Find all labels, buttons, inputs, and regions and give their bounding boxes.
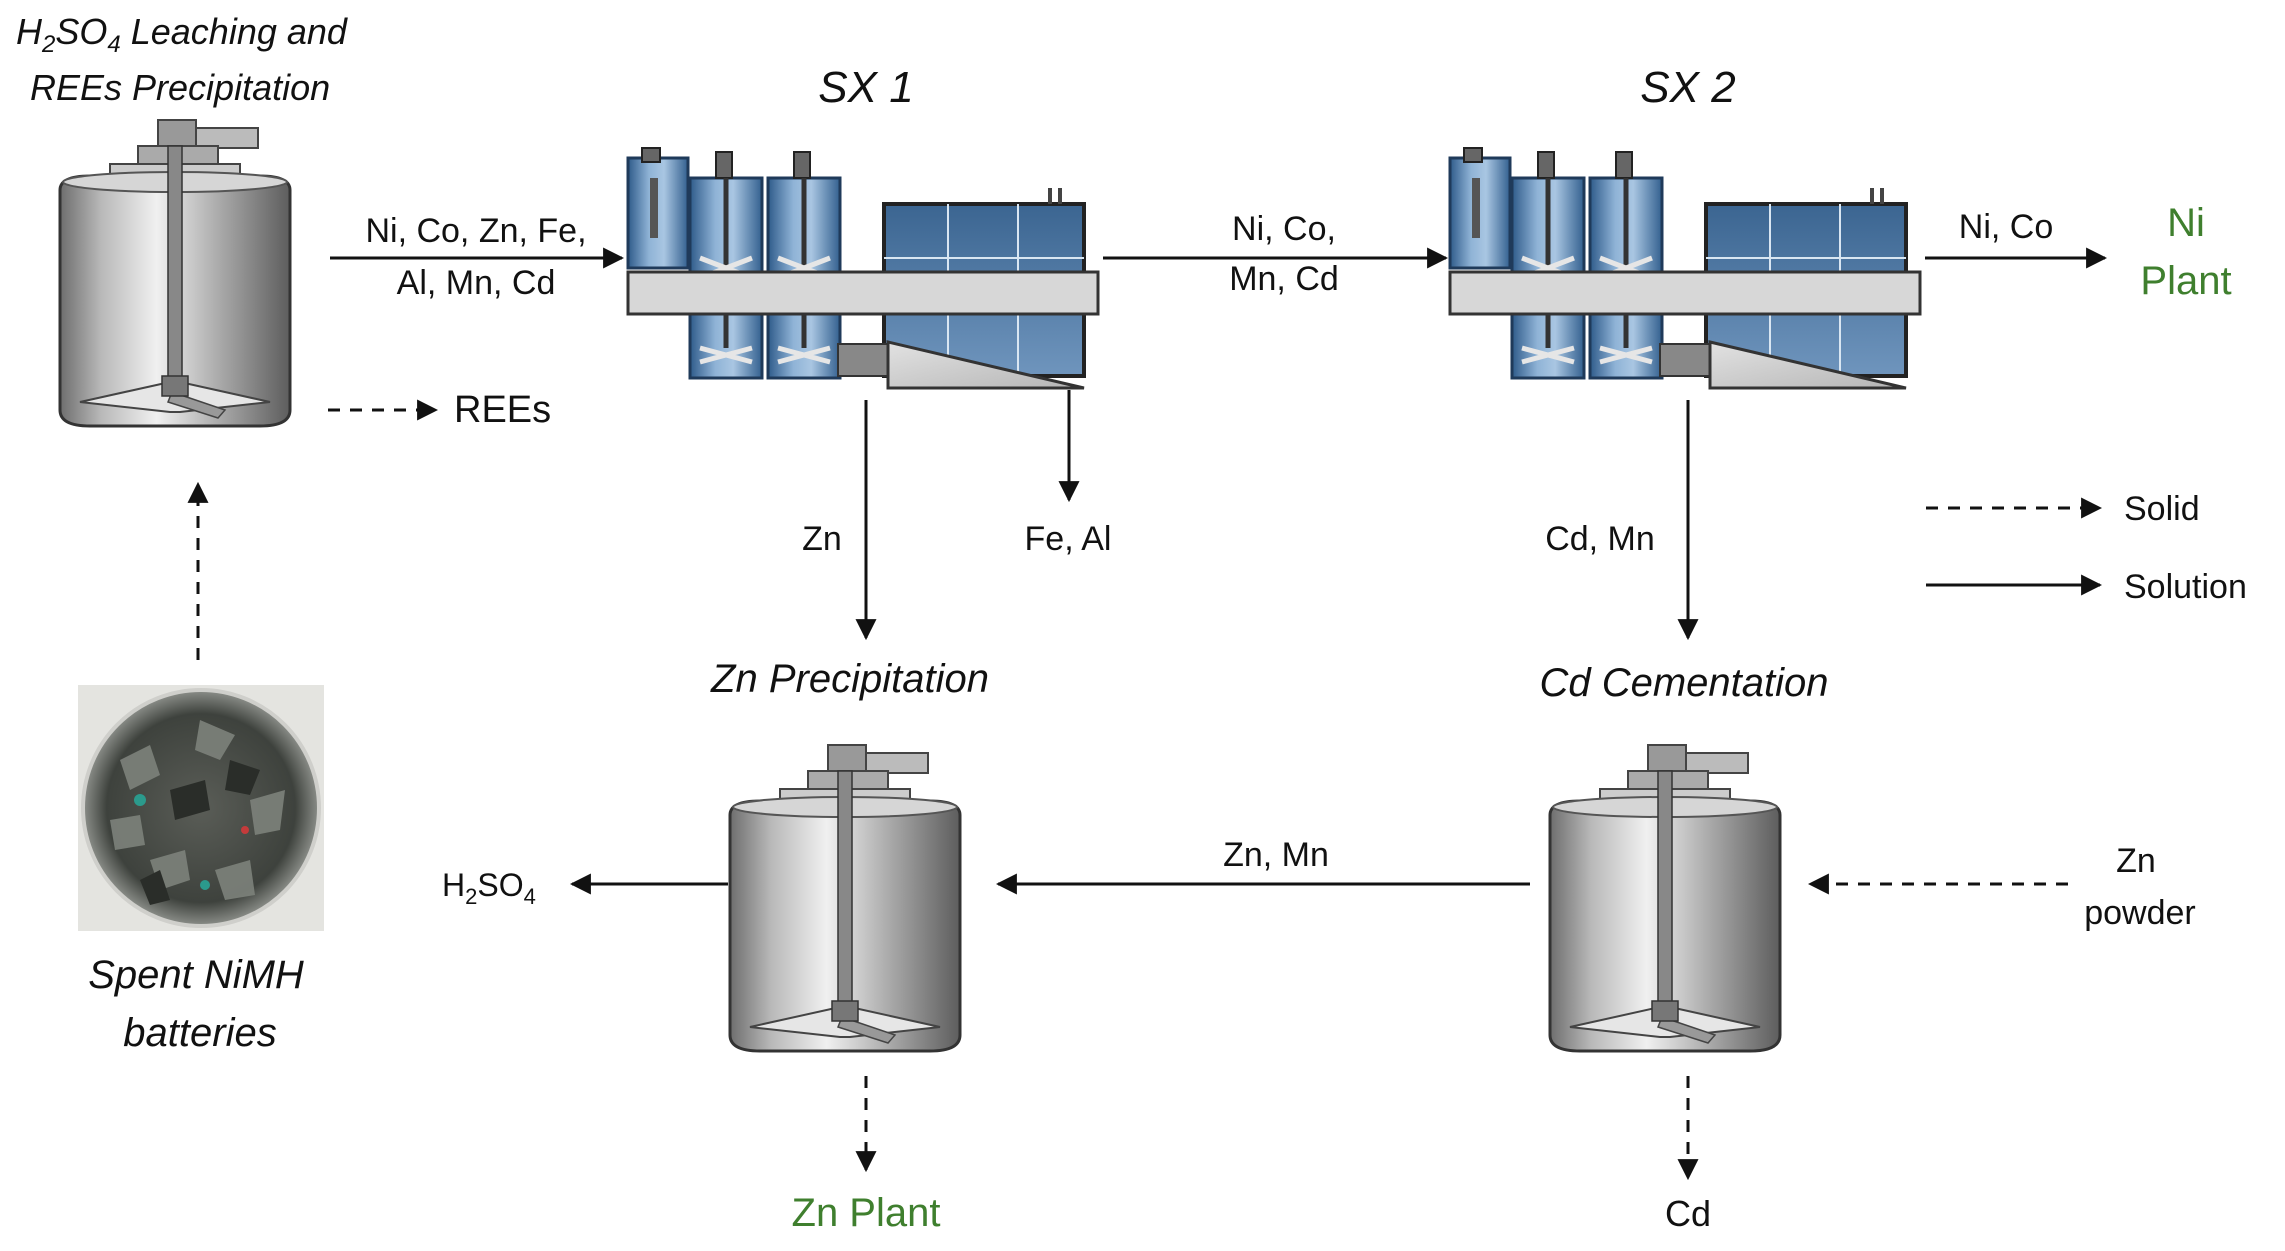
leaching-tank xyxy=(58,118,292,428)
solid-arrows xyxy=(187,399,2103,1181)
znmn-label: Zn, Mn xyxy=(1223,836,1329,874)
legend-solution-label: Solution xyxy=(2124,568,2247,606)
legend-solid-label: Solid xyxy=(2124,490,2200,528)
cd-cementation-tank xyxy=(1548,743,1782,1053)
spent-battery-photo xyxy=(78,685,324,931)
sx2-title: SX 2 xyxy=(1640,63,1735,112)
solution-arrows xyxy=(330,247,2108,895)
zn-stream-label: Zn xyxy=(802,520,842,558)
ni-plant-label-line1: Ni xyxy=(2167,201,2205,245)
zn-powder-label-line2: powder xyxy=(2084,894,2196,932)
leaching-title-line1: H2SO4 Leaching and xyxy=(16,11,348,58)
cdmn-label: Cd, Mn xyxy=(1545,520,1655,558)
spent-batteries-line2: batteries xyxy=(123,1011,276,1055)
zn-precipitation-tank xyxy=(728,743,962,1053)
ni-plant-label-line2: Plant xyxy=(2140,259,2231,303)
cd-cementation-title: Cd Cementation xyxy=(1539,661,1828,705)
sx1-title: SX 1 xyxy=(818,63,913,112)
sx2-unit xyxy=(1450,148,1920,388)
sx1-unit xyxy=(628,148,1098,388)
rees-label: REEs xyxy=(454,389,551,431)
zn-plant-label: Zn Plant xyxy=(792,1191,941,1235)
feed-label-line2: Al, Mn, Cd xyxy=(397,264,556,302)
zn-precipitation-title: Zn Precipitation xyxy=(710,657,989,701)
nico-label: Ni, Co xyxy=(1959,208,2053,246)
zn-powder-label-line1: Zn xyxy=(2116,842,2156,880)
h2so4-label: H2SO4 xyxy=(442,867,536,909)
sx1-out-label-line2: Mn, Cd xyxy=(1229,260,1339,298)
feal-label: Fe, Al xyxy=(1025,520,1112,558)
leaching-title-line2: REEs Precipitation xyxy=(30,67,330,108)
feed-label-line1: Ni, Co, Zn, Fe, xyxy=(365,212,586,250)
cd-label: Cd xyxy=(1665,1193,1711,1234)
sx1-out-label-line1: Ni, Co, xyxy=(1232,210,1336,248)
spent-batteries-line1: Spent NiMH xyxy=(88,953,304,997)
